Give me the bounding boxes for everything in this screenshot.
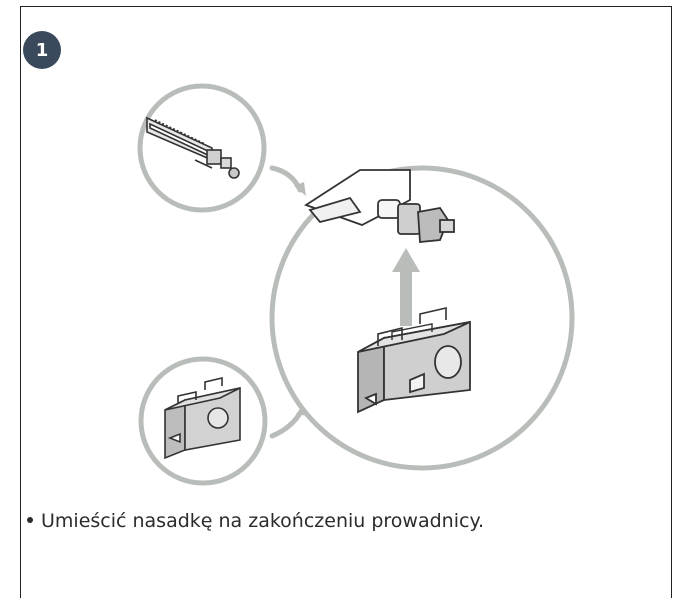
instruction-line: Umieścić nasadkę na zakończeniu prowadni…	[27, 510, 484, 532]
end-cap-icon	[357, 306, 471, 414]
guide-rail-end-icon	[303, 169, 455, 243]
bullet-icon	[27, 516, 33, 523]
end-cap-small-icon	[164, 376, 241, 460]
assembly-illustration	[137, 83, 575, 486]
rail-end-icon	[146, 116, 240, 179]
cap-detail-circle	[138, 356, 268, 486]
main-detail-circle	[269, 165, 575, 471]
instruction-text: Umieścić nasadkę na zakończeniu prowadni…	[41, 510, 485, 532]
step-number: 1	[35, 39, 49, 61]
step-panel-frame	[20, 6, 672, 598]
rail-detail-circle	[137, 83, 267, 213]
insert-arrow-icon	[392, 248, 420, 326]
step-number-badge: 1	[23, 31, 61, 69]
